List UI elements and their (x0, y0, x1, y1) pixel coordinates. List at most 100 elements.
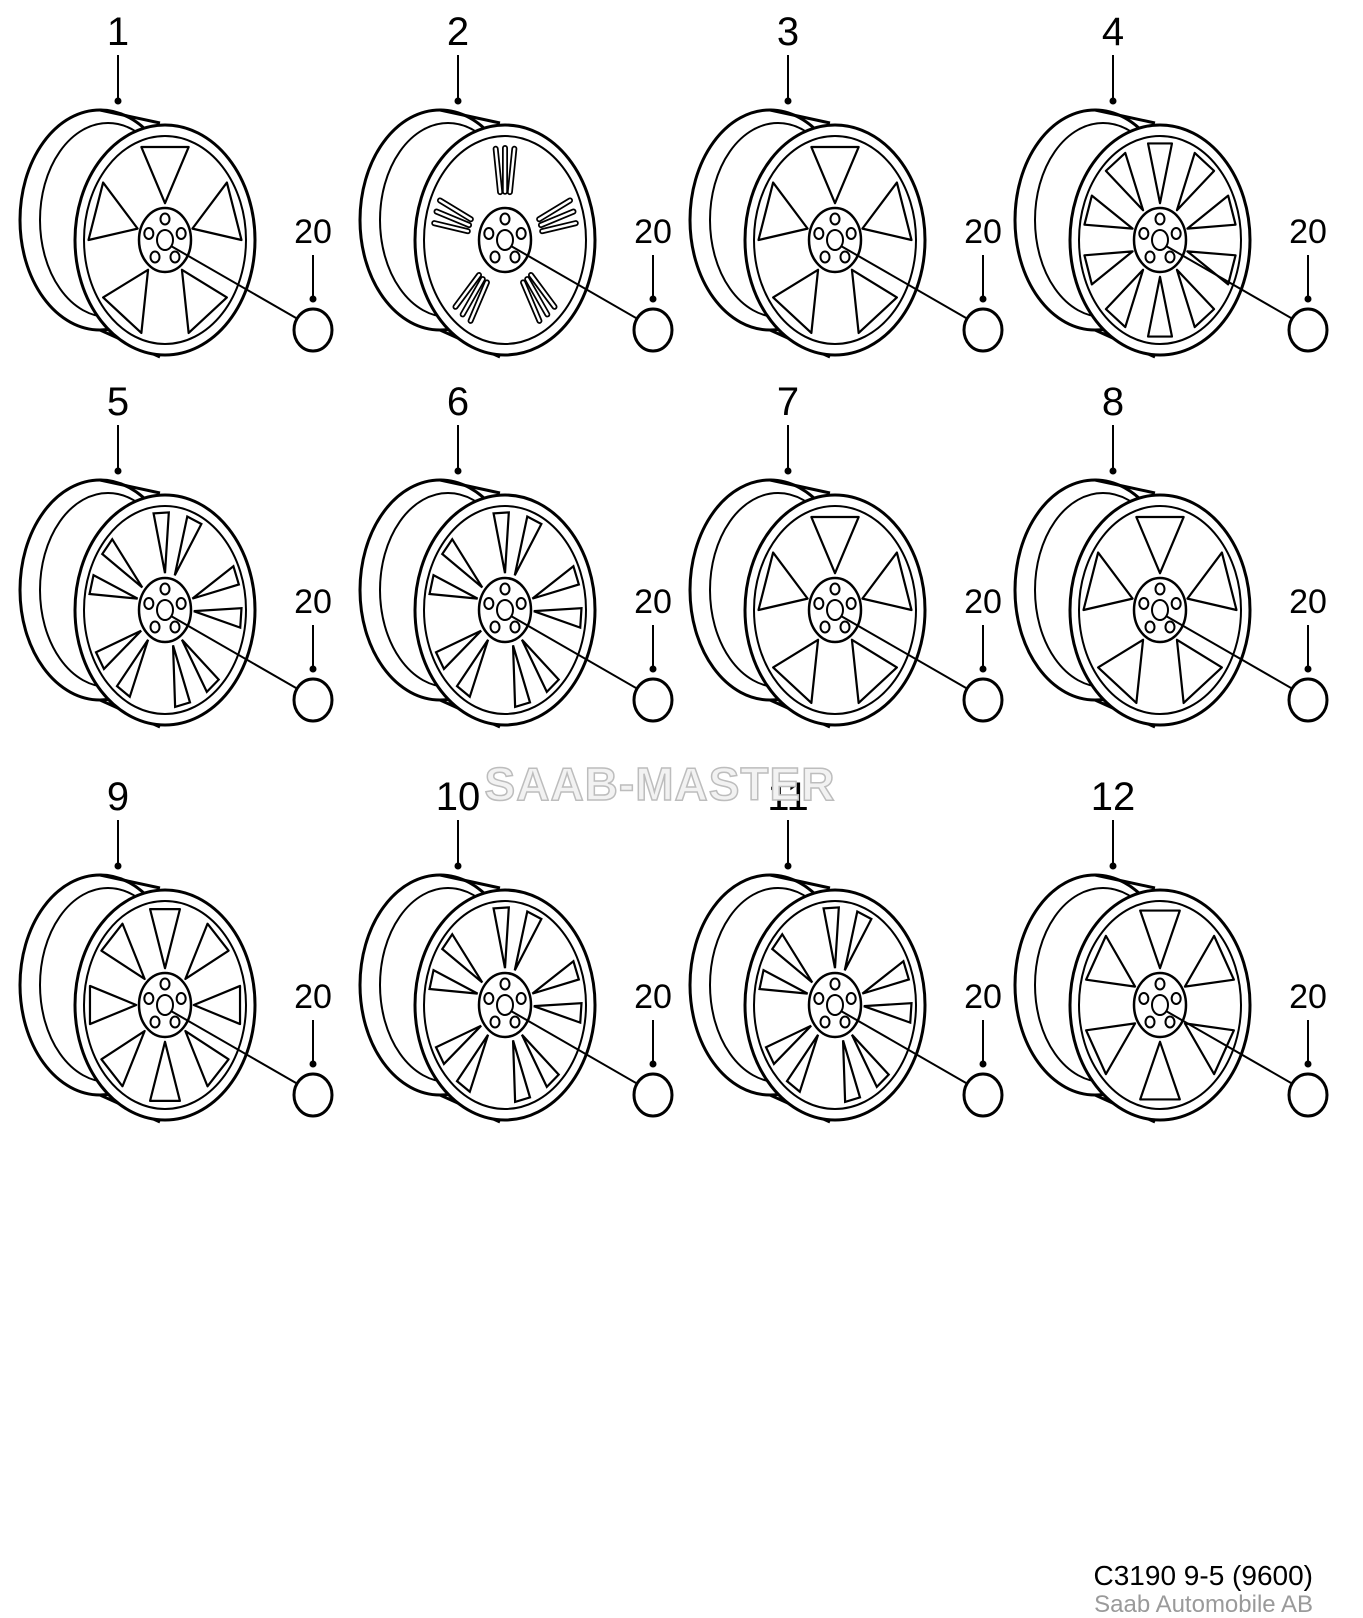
lug-hole (515, 992, 527, 1006)
lug-hole (483, 992, 495, 1006)
center-bore (1151, 229, 1169, 251)
spoke-slot (841, 1040, 862, 1104)
lug-hole (143, 597, 155, 611)
cap-leader-line (1165, 245, 1299, 323)
center-cap (632, 1072, 674, 1118)
lug-hole (839, 620, 851, 634)
rim-edge (1094, 108, 1156, 125)
spoke-slot (173, 514, 203, 576)
spoke-slot (1082, 551, 1134, 612)
lug-hole (819, 250, 831, 264)
wheel-3: 320 (688, 10, 1004, 359)
spoke-slot (810, 515, 860, 575)
spoke-slot (100, 537, 144, 589)
lug-hole (175, 227, 187, 241)
hub (807, 576, 863, 644)
spoke-slot (1146, 142, 1174, 205)
lug-hole (845, 227, 857, 241)
cap-leader-dot (309, 665, 317, 673)
wheel-face-inner-rim (423, 135, 587, 345)
lug-hole (1144, 250, 1156, 264)
spoke-slot-fill (454, 273, 481, 309)
spoke-slot (171, 645, 192, 709)
wheel-face-inner-rim (83, 135, 247, 345)
spoke-slot (511, 645, 532, 709)
hub (1132, 576, 1188, 644)
spoke-slot (1085, 1022, 1137, 1076)
spoke-slot (1135, 515, 1185, 575)
lug-hole (499, 582, 511, 596)
center-bore (826, 599, 844, 621)
leader-dot (114, 97, 122, 105)
lug-hole (499, 212, 511, 226)
wheel-7: 720 (688, 380, 1004, 729)
lug-hole (499, 977, 511, 991)
spoke-slot-fill (432, 221, 470, 233)
cap-leader-dot (979, 1060, 987, 1068)
wheel-6: 620 (358, 380, 674, 729)
spoke-slot-fill (461, 277, 485, 316)
spoke-slot (102, 268, 150, 335)
cap-leader-line (1165, 615, 1299, 693)
lug-hole (1170, 227, 1182, 241)
center-cap (962, 677, 1004, 723)
lug-hole (829, 212, 841, 226)
spoke-slot (94, 629, 142, 671)
spoke-slot (192, 984, 242, 1026)
spoke-slot (861, 551, 913, 612)
center-cap (292, 307, 334, 353)
lug-hole (819, 620, 831, 634)
hub (137, 206, 193, 274)
cap-leader-dot (979, 295, 987, 303)
spoke-slot (180, 639, 221, 694)
spoke-slot (1139, 909, 1181, 970)
cap-number-label: 20 (964, 583, 1002, 621)
cap-leader-dot (1304, 1060, 1312, 1068)
spoke-slot (757, 181, 809, 242)
center-bore (496, 229, 514, 251)
leader-dot (114, 862, 122, 870)
spoke-slot (191, 181, 243, 242)
spoke-slot (1186, 551, 1238, 612)
spoke-slot (850, 268, 898, 335)
lug-hole (483, 227, 495, 241)
spoke-slot (1097, 638, 1145, 705)
cap-leader-line (170, 245, 304, 323)
spoke-slot (850, 1034, 891, 1089)
part-number-label: 9 (107, 775, 129, 819)
lug-hole (819, 1015, 831, 1029)
spoke-slot-fill (539, 210, 575, 227)
part-number-label: 4 (1102, 10, 1124, 54)
spoke-slot-fill (435, 210, 471, 227)
spoke-slot (1146, 275, 1174, 338)
cap-number-label: 20 (294, 978, 332, 1016)
spoke-slot (533, 607, 583, 630)
cap-leader-dot (649, 1060, 657, 1068)
spoke-slot (88, 573, 139, 600)
lug-hole (1138, 227, 1150, 241)
lug-hole (515, 227, 527, 241)
spoke-slot (191, 564, 241, 600)
spoke-slot (757, 551, 809, 612)
cap-leader-line (840, 1010, 974, 1088)
lug-hole (813, 227, 825, 241)
wheel-face-inner-rim (423, 900, 587, 1110)
part-number-label: 8 (1102, 380, 1124, 424)
spoke-slot-fill (508, 147, 516, 194)
rim-edge (439, 108, 501, 125)
cap-leader-dot (1304, 665, 1312, 673)
hub (477, 206, 533, 274)
lug-hole (839, 1015, 851, 1029)
leader-dot (784, 467, 792, 475)
lug-hole (509, 250, 521, 264)
wheel-1: 120 (18, 10, 334, 359)
wheel-2: 220 (358, 10, 674, 359)
hub (137, 576, 193, 644)
rim-edge (439, 478, 501, 495)
diagram-code: C3190 9-5 (9600) (1093, 1560, 1313, 1591)
spoke-slot (140, 145, 190, 205)
spoke-slot (184, 922, 230, 981)
